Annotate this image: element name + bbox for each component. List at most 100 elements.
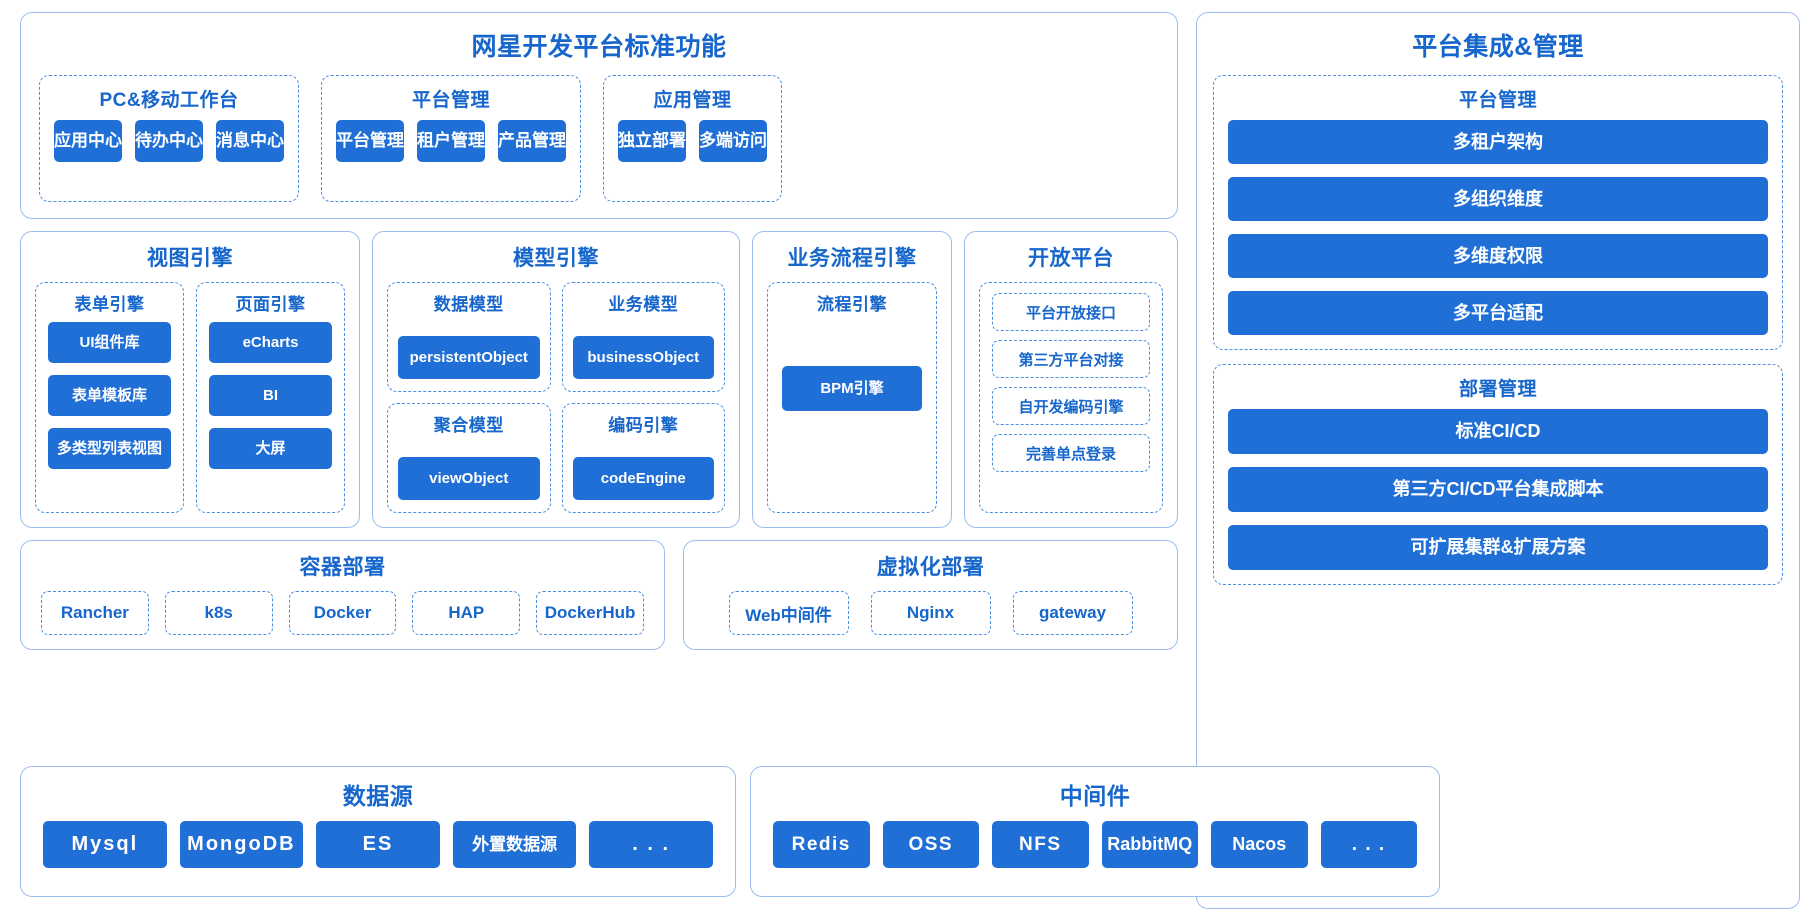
section-deployment-management-title: 部署管理	[1458, 379, 1537, 400]
engines-row: 视图引擎 表单引擎 UI组件库 表单模板库 多类型列表视图 页面引擎 eCha	[20, 231, 1178, 528]
chip-view-object[interactable]: viewObject	[398, 457, 540, 500]
chip-product-management[interactable]: 产品管理	[498, 120, 566, 162]
chip-docker[interactable]: Docker	[288, 591, 397, 635]
standard-functions-title: 网星开发平台标准功能	[471, 33, 727, 61]
view-engine-title: 视图引擎	[147, 247, 233, 270]
chip-code-engine[interactable]: codeEngine	[572, 457, 714, 500]
chip-k8s[interactable]: k8s	[164, 591, 273, 635]
open-platform-card: 开放平台 平台开放接口 第三方平台对接 自开发编码引擎 完善单点登录	[964, 231, 1178, 528]
container-deployment-items: Rancher k8s Docker HAP DockerHub	[21, 591, 664, 651]
chip-platform-management[interactable]: 平台管理	[336, 120, 404, 162]
group-aggregate-model-title: 聚合模型	[433, 416, 504, 435]
chip-ui-component-library[interactable]: UI组件库	[48, 322, 171, 363]
chip-multi-org-dimension[interactable]: 多组织维度	[1228, 177, 1768, 221]
chip-redis[interactable]: Redis	[773, 821, 870, 868]
chip-es[interactable]: ES	[316, 821, 440, 868]
group-workbench: PC&移动工作台 应用中心 待办中心 消息中心	[39, 75, 299, 202]
chip-business-object[interactable]: businessObject	[572, 336, 714, 379]
infrastructure-row: 数据源 Mysql MongoDB ES 外置数据源 . . . 中间件 Red…	[20, 766, 1440, 897]
middleware-title: 中间件	[1059, 783, 1131, 809]
chip-scalable-cluster[interactable]: 可扩展集群&扩展方案	[1228, 525, 1768, 570]
chip-single-sign-on[interactable]: 完善单点登录	[992, 434, 1150, 472]
standard-functions-groups: PC&移动工作台 应用中心 待办中心 消息中心 平台管理 平台管理 租户管理 产…	[21, 75, 1177, 218]
chip-nginx[interactable]: Nginx	[870, 591, 991, 635]
chip-oss[interactable]: OSS	[882, 821, 979, 868]
chip-platform-open-api[interactable]: 平台开放接口	[992, 293, 1150, 331]
business-process-engine-body: 流程引擎 BPM引擎	[753, 282, 951, 527]
group-platform-management-title: 平台管理	[411, 90, 490, 111]
group-aggregate-model: 聚合模型 viewObject	[387, 403, 551, 513]
chip-rabbitmq[interactable]: RabbitMQ	[1101, 821, 1198, 868]
chip-bi[interactable]: BI	[209, 375, 332, 416]
middleware-items: Redis OSS NFS RabbitMQ Nacos . . .	[751, 821, 1439, 886]
group-page-engine-title: 页面引擎	[235, 295, 306, 314]
chip-third-party-ci-cd-script[interactable]: 第三方CI/CD平台集成脚本	[1228, 467, 1768, 512]
chip-multi-platform-adaptation[interactable]: 多平台适配	[1228, 291, 1768, 335]
chip-multi-tenant-architecture[interactable]: 多租户架构	[1228, 120, 1768, 164]
group-form-engine-title: 表单引擎	[74, 295, 145, 314]
chip-standard-ci-cd[interactable]: 标准CI/CD	[1228, 409, 1768, 454]
container-deployment-card: 容器部署 Rancher k8s Docker HAP DockerHub	[20, 540, 665, 650]
model-engine-groups: 数据模型 persistentObject 业务模型 businessObjec…	[373, 282, 739, 527]
view-engine-card: 视图引擎 表单引擎 UI组件库 表单模板库 多类型列表视图 页面引擎 eCha	[20, 231, 360, 528]
container-deployment-title: 容器部署	[299, 556, 386, 579]
standard-functions-card: 网星开发平台标准功能 PC&移动工作台 应用中心 待办中心 消息中心 平台管理 …	[20, 12, 1178, 219]
chip-rancher[interactable]: Rancher	[41, 591, 149, 635]
group-form-engine-items: UI组件库 表单模板库 多类型列表视图	[48, 322, 171, 500]
group-code-engine: 编码引擎 codeEngine	[561, 403, 725, 513]
section-platform-management: 平台管理 多租户架构 多组织维度 多维度权限 多平台适配	[1213, 75, 1783, 350]
virtualization-deployment-items: Web中间件 Nginx gateway	[684, 591, 1177, 651]
chip-hap[interactable]: HAP	[412, 591, 521, 635]
chip-form-template-library[interactable]: 表单模板库	[48, 375, 171, 416]
chip-self-developed-code-engine[interactable]: 自开发编码引擎	[992, 387, 1150, 425]
chip-external-datasource[interactable]: 外置数据源	[452, 821, 577, 868]
group-data-model-title: 数据模型	[433, 295, 504, 314]
middleware-card: 中间件 Redis OSS NFS RabbitMQ Nacos . . .	[750, 766, 1440, 897]
chip-multi-client-access[interactable]: 多端访问	[699, 120, 767, 162]
chip-tenant-management[interactable]: 租户管理	[417, 120, 485, 162]
open-platform-title: 开放平台	[1028, 247, 1114, 270]
section-deployment-management-items: 标准CI/CD 第三方CI/CD平台集成脚本 可扩展集群&扩展方案	[1228, 409, 1768, 570]
view-engine-groups: 表单引擎 UI组件库 表单模板库 多类型列表视图 页面引擎 eCharts BI…	[21, 282, 359, 527]
deployment-row: 容器部署 Rancher k8s Docker HAP DockerHub 虚拟…	[20, 540, 1178, 650]
chip-mysql[interactable]: Mysql	[43, 821, 167, 868]
chip-third-party-integration[interactable]: 第三方平台对接	[992, 340, 1150, 378]
chip-web-middleware[interactable]: Web中间件	[728, 591, 849, 635]
chip-multi-type-list-view[interactable]: 多类型列表视图	[48, 428, 171, 469]
chip-nacos[interactable]: Nacos	[1211, 821, 1308, 868]
chip-echarts[interactable]: eCharts	[209, 322, 332, 363]
group-workbench-title: PC&移动工作台	[99, 90, 239, 111]
chip-bpm-engine[interactable]: BPM引擎	[782, 366, 922, 411]
chip-multi-dimension-permission[interactable]: 多维度权限	[1228, 234, 1768, 278]
datasource-title: 数据源	[342, 783, 414, 809]
chip-nfs[interactable]: NFS	[992, 821, 1089, 868]
section-platform-management-items: 多租户架构 多组织维度 多维度权限 多平台适配	[1228, 120, 1768, 335]
group-application-management: 应用管理 独立部署 多端访问	[603, 75, 782, 202]
platform-integration-card: 平台集成&管理 平台管理 多租户架构 多组织维度 多维度权限 多平台适配 部署管…	[1196, 12, 1800, 909]
right-column: 平台集成&管理 平台管理 多租户架构 多组织维度 多维度权限 多平台适配 部署管…	[1196, 12, 1800, 909]
group-process-engine: 流程引擎 BPM引擎	[767, 282, 937, 513]
group-form-engine: 表单引擎 UI组件库 表单模板库 多类型列表视图	[35, 282, 184, 513]
chip-mongodb[interactable]: MongoDB	[179, 821, 304, 868]
chip-datasource-more[interactable]: . . .	[589, 821, 713, 868]
chip-app-center[interactable]: 应用中心	[54, 120, 122, 162]
chip-gateway[interactable]: gateway	[1012, 591, 1133, 635]
left-column: 网星开发平台标准功能 PC&移动工作台 应用中心 待办中心 消息中心 平台管理 …	[20, 12, 1178, 909]
virtualization-deployment-title: 虚拟化部署	[876, 556, 985, 579]
model-engine-title: 模型引擎	[513, 247, 599, 270]
chip-todo-center[interactable]: 待办中心	[135, 120, 203, 162]
platform-integration-title: 平台集成&管理	[1412, 33, 1584, 61]
chip-dockerhub[interactable]: DockerHub	[536, 591, 644, 635]
group-application-management-items: 独立部署 多端访问	[618, 120, 767, 166]
chip-message-center[interactable]: 消息中心	[216, 120, 284, 162]
group-code-engine-title: 编码引擎	[608, 416, 679, 435]
group-platform-management: 平台管理 平台管理 租户管理 产品管理	[321, 75, 581, 202]
chip-big-screen[interactable]: 大屏	[209, 428, 332, 469]
chip-middleware-more[interactable]: . . .	[1320, 821, 1417, 868]
chip-standalone-deploy[interactable]: 独立部署	[618, 120, 686, 162]
model-engine-card: 模型引擎 数据模型 persistentObject 业务模型 business…	[372, 231, 740, 528]
chip-persistent-object[interactable]: persistentObject	[398, 336, 540, 379]
group-page-engine: 页面引擎 eCharts BI 大屏	[196, 282, 345, 513]
group-workbench-items: 应用中心 待办中心 消息中心	[54, 120, 284, 166]
